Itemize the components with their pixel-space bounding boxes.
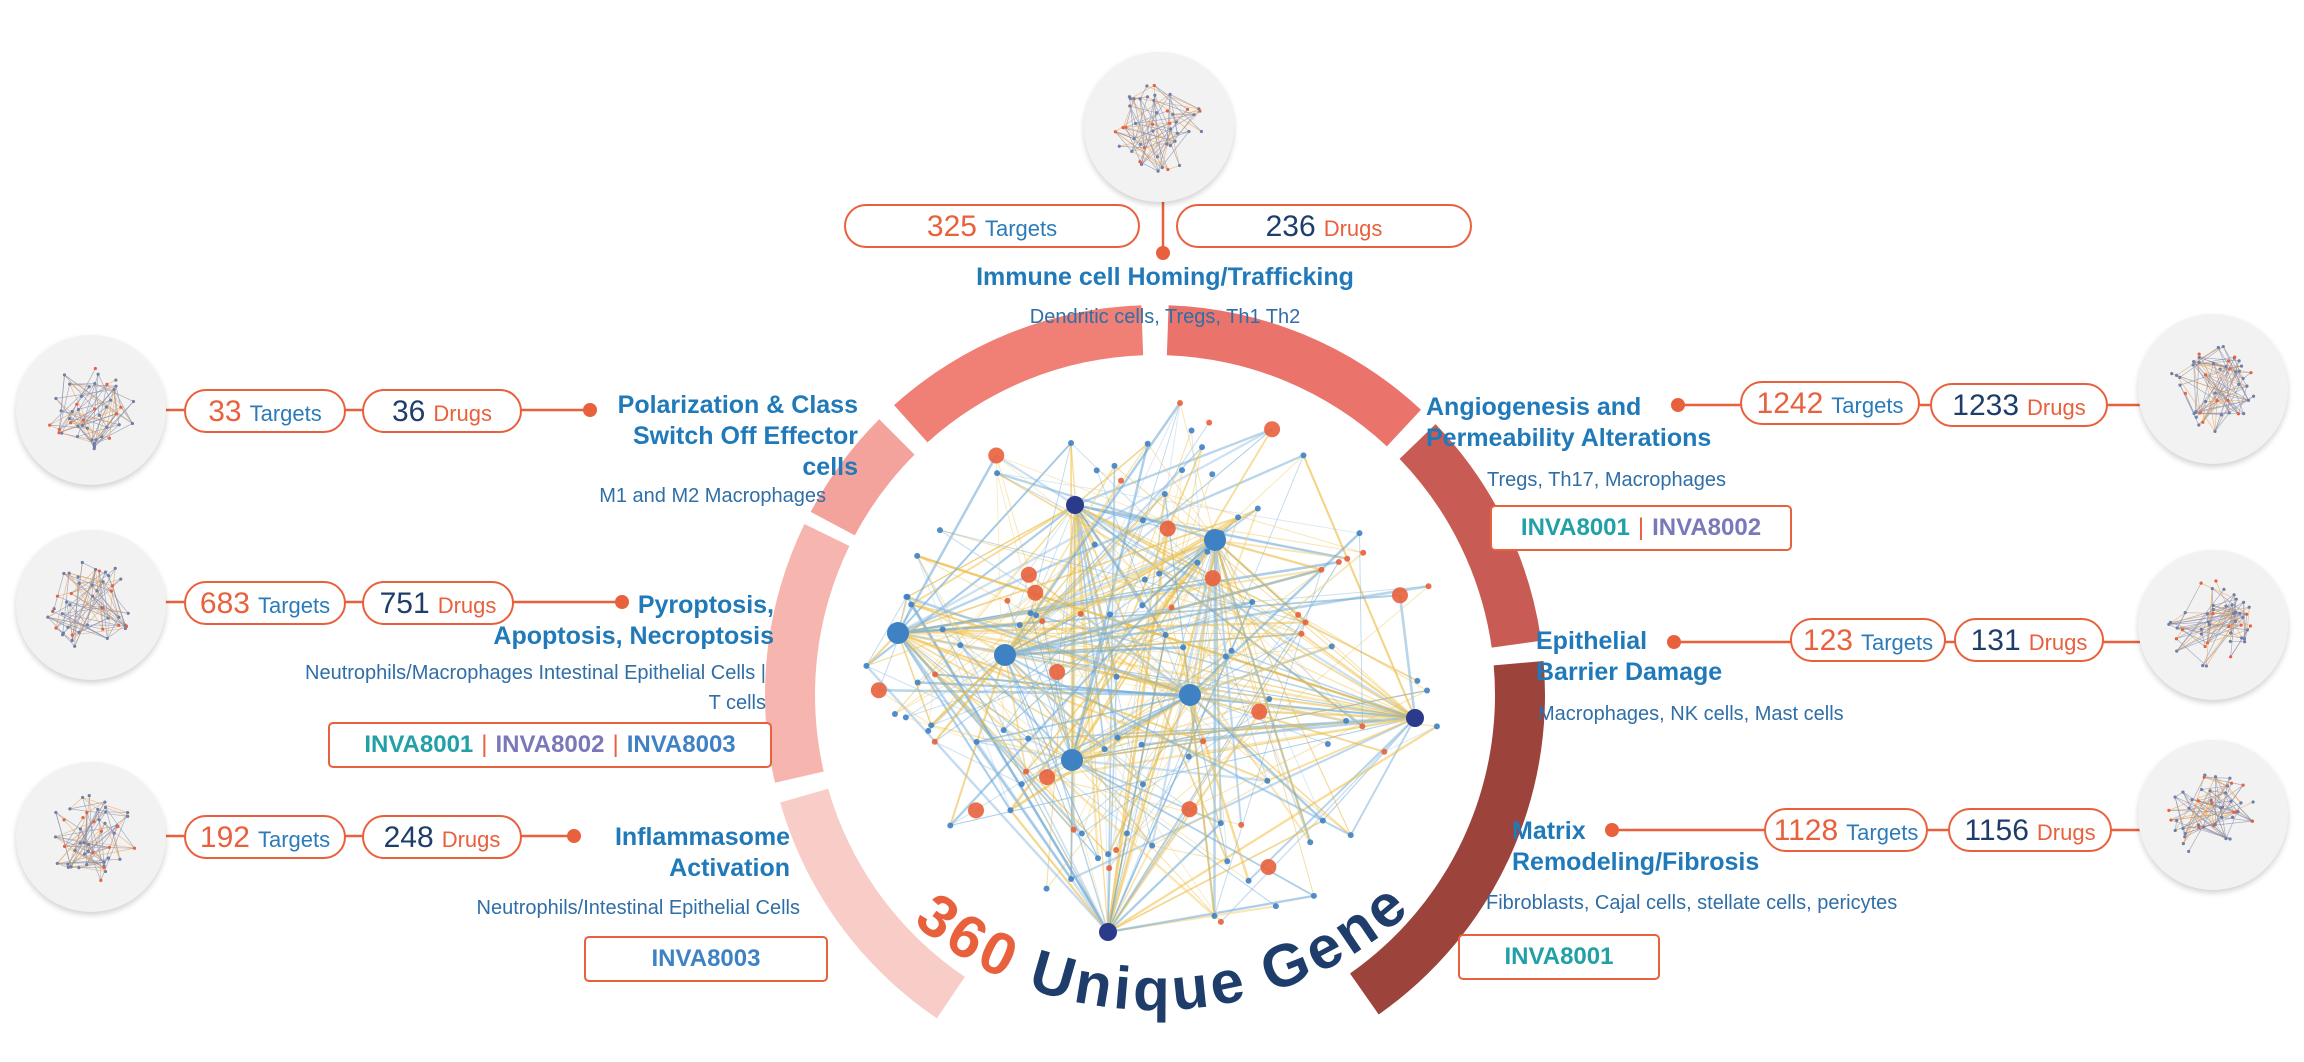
- drug-inva8002: INVA8002: [1652, 514, 1762, 541]
- drug-inva8002: INVA8002: [495, 731, 605, 758]
- inflammasome-cells: Neutrophils/Intestinal Epithelial Cells: [476, 897, 801, 919]
- network-thumbnail-immune: [1084, 52, 1234, 202]
- pyroptosis-cells: Neutrophils/Macrophages Intestinal Epith…: [305, 662, 766, 714]
- drug-inva8001: INVA8001: [1504, 943, 1614, 970]
- connector-dots: [567, 246, 1685, 843]
- seg-inflammasome: [780, 788, 965, 1019]
- matrix-drug-candidates: INVA8001: [1458, 934, 1660, 980]
- network-thumbnail-polarization: [16, 335, 166, 485]
- dot-immune: [1156, 246, 1170, 260]
- dot-angiogenesis: [1671, 398, 1685, 412]
- dot-epithelial: [1667, 635, 1681, 649]
- inflammasome-drug-candidates: INVA8003: [584, 936, 828, 982]
- immune-drugs-count: 236: [1265, 210, 1316, 243]
- seg-immune: [894, 305, 1144, 443]
- dot-matrix: [1605, 823, 1619, 837]
- central-gene-network: [863, 399, 1440, 941]
- immune-cells: Dendritic cells, Tregs, Th1 Th2: [1029, 306, 1301, 328]
- pyroptosis-drug-candidates: INVA8001| INVA8002| INVA8003: [328, 722, 772, 768]
- network-thumbnail-angiogenesis: [2138, 314, 2288, 464]
- seg-pyroptosis: [764, 524, 850, 783]
- seg-epithelial: [1399, 424, 1542, 648]
- dot-polarization: [583, 403, 597, 417]
- dot-inflammasome: [567, 829, 581, 843]
- immune-targets-count: 325: [926, 210, 977, 243]
- angiogenesis-drug-candidates: INVA8001| INVA8002: [1490, 505, 1792, 551]
- seg-polarization: [810, 419, 915, 536]
- angiogenesis-cells: Tregs, Th17, Macrophages: [1486, 469, 1726, 491]
- drug-inva8001: INVA8001: [1520, 514, 1630, 541]
- seg-matrix: [1350, 661, 1545, 1015]
- network-thumbnail-pyroptosis: [16, 530, 166, 680]
- pathway-ring: [764, 305, 1545, 1019]
- matrix-cells: Fibroblasts, Cajal cells, stellate cells…: [1486, 892, 1898, 914]
- seg-angiogenesis: [1166, 305, 1421, 447]
- drug-inva8001: INVA8001: [364, 731, 474, 758]
- polarization-cells: M1 and M2 Macrophages: [599, 485, 826, 507]
- network-thumbnail-epithelial: [2138, 550, 2288, 700]
- drug-inva8003: INVA8003: [651, 945, 761, 972]
- drug-inva8003: INVA8003: [626, 731, 736, 758]
- network-thumbnail-matrix: [2138, 740, 2288, 890]
- network-thumbnail-inflammasome: [16, 762, 166, 912]
- dot-pyroptosis: [615, 595, 629, 609]
- epithelial-cells: Macrophages, NK cells, Mast cells: [1538, 703, 1844, 725]
- pyroptosis-title: Pyroptosis,Apoptosis, Necroptosis: [493, 591, 774, 650]
- immune-title: Immune cell Homing/Trafficking: [976, 263, 1354, 291]
